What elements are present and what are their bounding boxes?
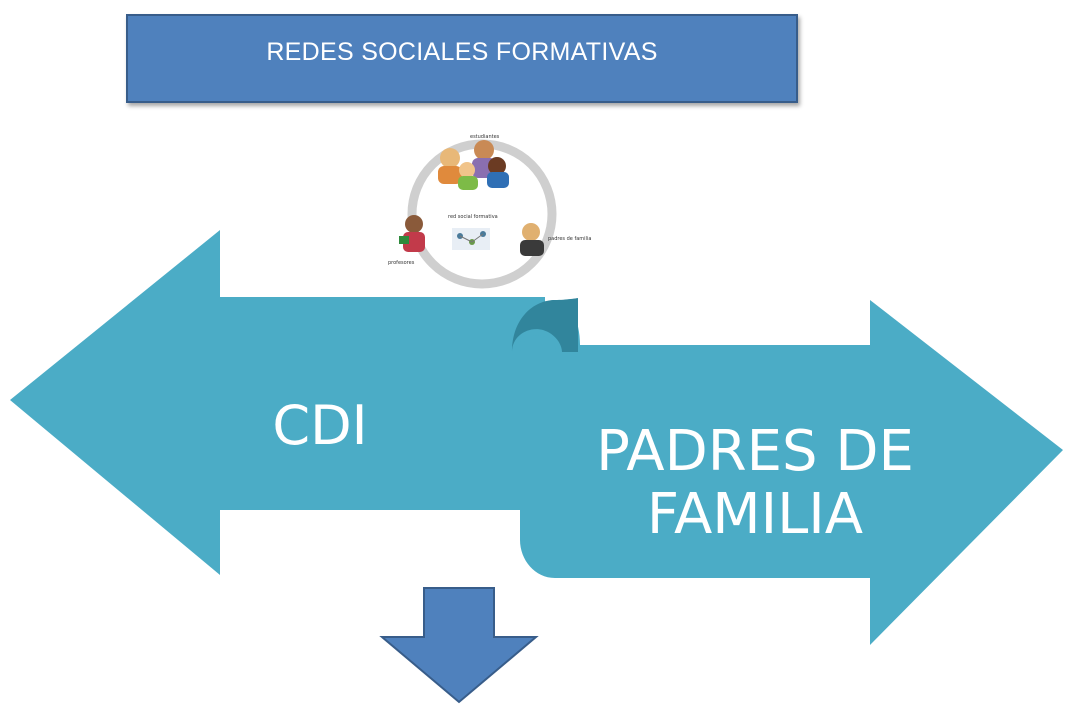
diagram-title: REDES SOCIALES FORMATIVAS — [266, 38, 658, 66]
padres-de-familia-line2: FAMILIA — [646, 482, 864, 548]
caption-center: red social formativa — [448, 214, 498, 220]
padres-de-familia-label: PADRES DE FAMILIA — [555, 420, 955, 547]
people-group-icon — [438, 140, 509, 190]
social-network-illustration: estudiantes red social formativa profeso… — [388, 134, 591, 289]
scroll-curl-inner — [520, 335, 556, 352]
parent-icon — [520, 223, 544, 256]
caption-top: estudiantes — [470, 134, 500, 140]
caption-left: profesores — [388, 260, 415, 266]
right-arrow — [520, 300, 1063, 645]
title-box: REDES SOCIALES FORMATIVAS — [126, 14, 798, 103]
down-arrow — [379, 587, 539, 704]
scroll-curl — [512, 298, 578, 352]
left-arrow — [10, 230, 545, 575]
cdi-label: CDI — [272, 394, 368, 457]
padres-de-familia-line1: PADRES DE — [596, 419, 914, 484]
network-icon — [452, 228, 490, 250]
caption-right: padres de familia — [548, 236, 591, 242]
teacher-icon — [399, 215, 425, 252]
